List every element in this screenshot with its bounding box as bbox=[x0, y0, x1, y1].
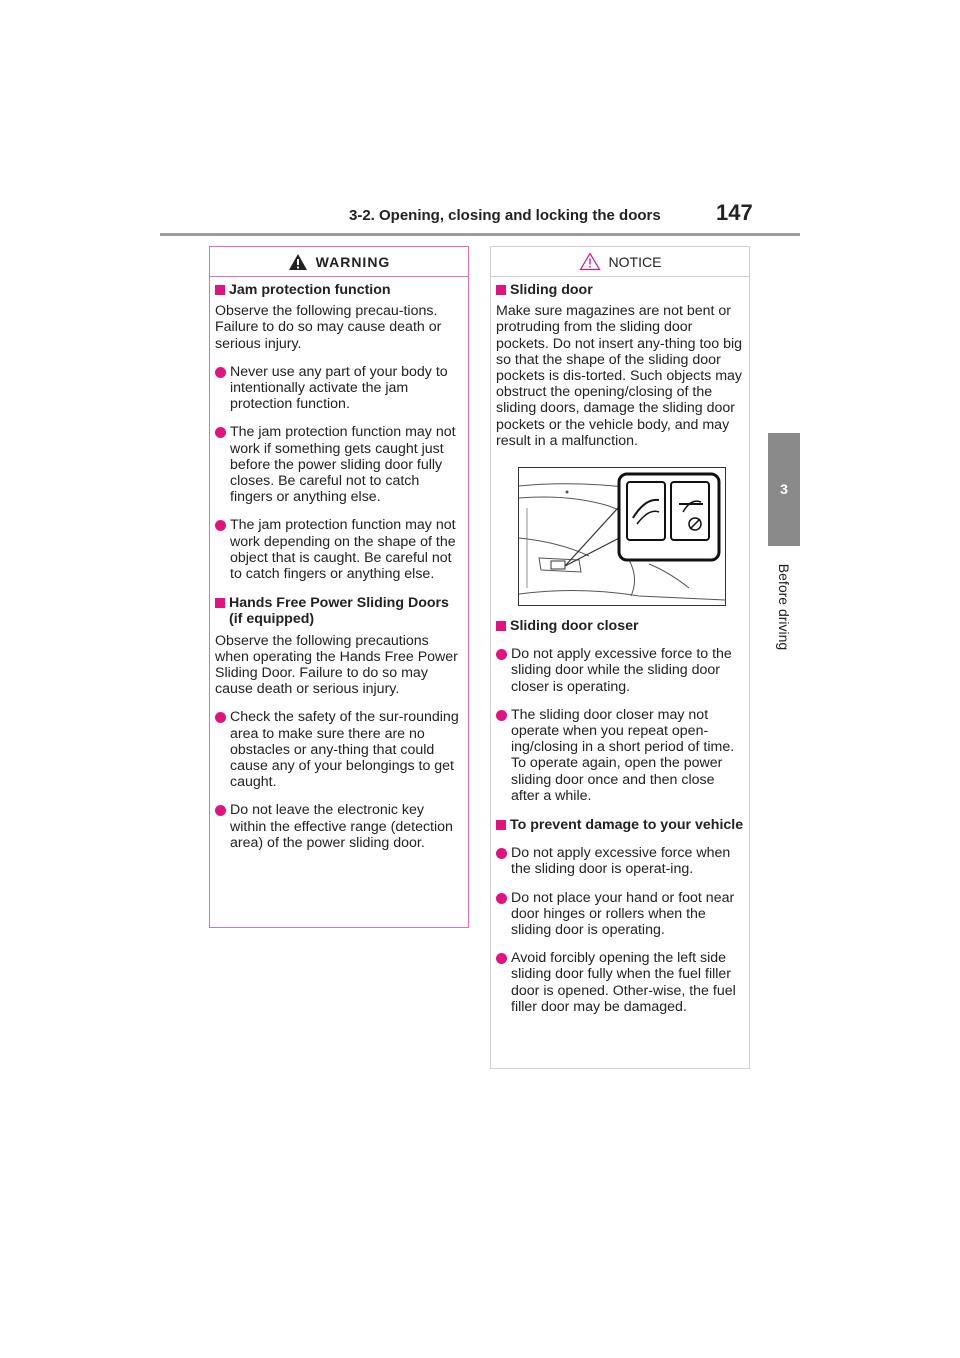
round-bullet-icon bbox=[215, 805, 226, 817]
list-item: The sliding door closer may not operate … bbox=[496, 707, 744, 804]
header-title: 3-2. Opening, closing and locking the do… bbox=[349, 207, 661, 224]
section-title: Hands Free Power Sliding Doors (if equip… bbox=[215, 595, 463, 627]
list-item: Avoid forcibly opening the left side sli… bbox=[496, 950, 744, 1015]
square-bullet-icon bbox=[215, 598, 225, 609]
list-item: The jam protection function may not work… bbox=[215, 517, 463, 582]
section-title: Sliding door closer bbox=[496, 618, 744, 634]
chapter-tab: 3 bbox=[768, 433, 800, 546]
list-item: Do not leave the electronic key within t… bbox=[215, 802, 463, 851]
round-bullet-icon bbox=[496, 709, 507, 721]
square-bullet-icon bbox=[496, 285, 506, 295]
warning-header: WARNING bbox=[210, 247, 468, 277]
notice-heading: NOTICE bbox=[608, 253, 662, 270]
warning-heading: WARNING bbox=[315, 253, 391, 270]
sliding-door-switch-illustration bbox=[518, 467, 726, 607]
notice-header: NOTICE bbox=[491, 247, 749, 277]
section-title: Jam protection function bbox=[215, 282, 463, 298]
round-bullet-icon bbox=[496, 649, 507, 661]
square-bullet-icon bbox=[496, 621, 506, 632]
list-item: Do not apply excessive force to the slid… bbox=[496, 646, 744, 695]
section-text: Observe the following precautions when o… bbox=[215, 632, 458, 698]
list-item: Never use any part of your body to inten… bbox=[215, 364, 463, 413]
section-text: Observe the following precau-tions. Fail… bbox=[215, 303, 442, 352]
round-bullet-icon bbox=[496, 848, 507, 860]
section-title: Sliding door bbox=[496, 282, 744, 298]
notice-box: NOTICE Sliding door Make sure magazines … bbox=[490, 246, 750, 1069]
round-bullet-icon bbox=[215, 712, 226, 724]
round-bullet-icon bbox=[215, 427, 226, 439]
round-bullet-icon bbox=[215, 520, 226, 532]
page-number: 147 bbox=[716, 200, 753, 225]
chapter-number: 3 bbox=[780, 481, 788, 497]
round-bullet-icon bbox=[496, 953, 507, 965]
square-bullet-icon bbox=[496, 820, 506, 831]
round-bullet-icon bbox=[215, 366, 226, 378]
section-title: To prevent damage to your vehicle bbox=[496, 817, 744, 833]
caution-triangle-icon bbox=[578, 252, 601, 271]
round-bullet-icon bbox=[496, 892, 507, 904]
list-item: Do not place your hand or foot near door… bbox=[496, 890, 744, 939]
list-item: Check the safety of the sur-rounding are… bbox=[215, 709, 463, 790]
warning-box: WARNING Jam protection function Observe … bbox=[209, 246, 469, 928]
list-item: Do not apply excessive force when the sl… bbox=[496, 845, 744, 877]
chapter-label: Before driving bbox=[776, 563, 793, 651]
warning-triangle-icon bbox=[288, 253, 307, 270]
header-rule bbox=[160, 233, 800, 236]
section-text: Make sure magazines are not bent or prot… bbox=[496, 303, 743, 449]
square-bullet-icon bbox=[215, 285, 225, 295]
list-item: The jam protection function may not work… bbox=[215, 424, 463, 505]
